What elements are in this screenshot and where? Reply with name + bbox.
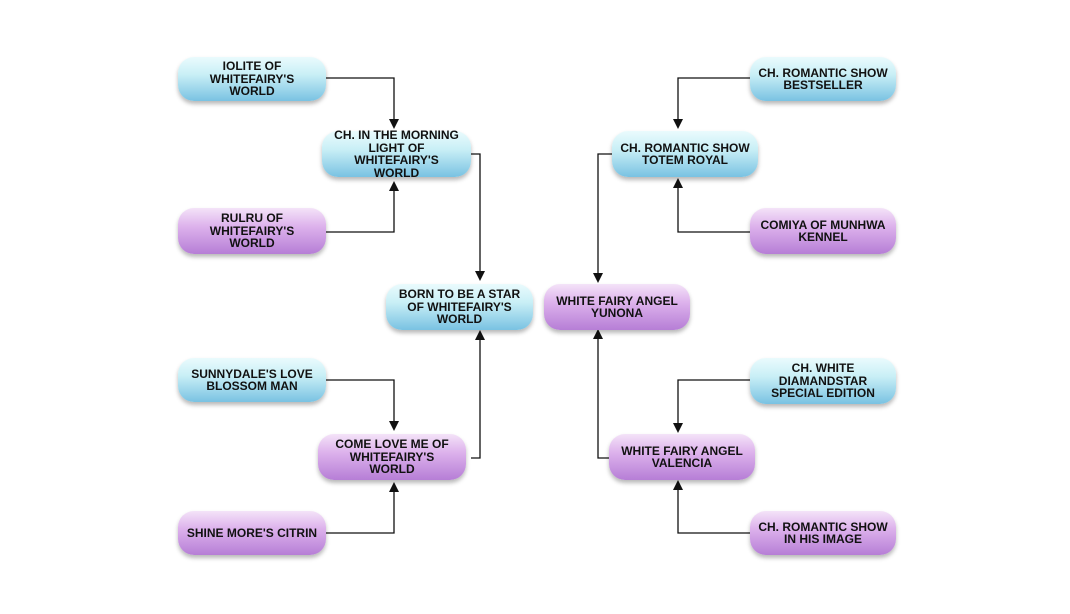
connector-totem-to-yunona [593,153,612,283]
node-diamandstar: CH. WHITE DIAMANDSTAR SPECIAL EDITION [750,358,896,404]
node-iolite: IOLITE OF WHITEFAIRY'S WORLD [178,57,326,101]
connector-bestseller-to-totem [673,77,750,129]
node-in-his-image: CH. ROMANTIC SHOW IN HIS IMAGE [750,511,896,555]
node-label: CH. ROMANTIC SHOW IN HIS IMAGE [758,519,888,546]
node-label: CH. WHITE DIAMANDSTAR SPECIAL EDITION [771,361,875,401]
node-bestseller: CH. ROMANTIC SHOW BESTSELLER [750,57,896,101]
node-label: WHITE FAIRY ANGEL YUNONA [556,293,678,320]
node-label: COME LOVE ME OF WHITEFAIRY'S WORLD [335,437,449,477]
node-label: RULRU OF WHITEFAIRY'S WORLD [209,211,295,251]
connector-sunnydale-to-come-love-me [326,379,399,431]
node-label: SUNNYDALE'S LOVE BLOSSOM MAN [191,366,313,393]
node-totem-royal: CH. ROMANTIC SHOW TOTEM ROYAL [612,131,758,177]
connector-come-love-me-to-star [471,330,485,459]
node-come-love-me: COME LOVE ME OF WHITEFAIRY'S WORLD [318,434,466,480]
node-label: SHINE MORE'S CITRIN [186,525,318,540]
connector-morning-light-to-star [471,153,485,281]
connector-citrin-to-come-love-me [326,482,399,534]
node-label: CH. ROMANTIC SHOW BESTSELLER [758,65,888,92]
node-morning-light: CH. IN THE MORNING LIGHT OF WHITEFAIRY'S… [322,128,471,180]
node-valencia: WHITE FAIRY ANGEL VALENCIA [609,434,755,480]
node-yunona: WHITE FAIRY ANGEL YUNONA [544,284,690,330]
node-label: WHITE FAIRY ANGEL VALENCIA [621,443,743,470]
connector-in-his-image-to-valencia [673,480,750,534]
connector-valencia-to-yunona [593,329,609,459]
connector-rulru-to-morning-light [326,181,399,233]
node-label: BORN TO BE A STAR OF WHITEFAIRY'S WORLD [398,287,521,327]
node-label: IOLITE OF WHITEFAIRY'S WORLD [209,59,295,99]
connector-diamandstar-to-valencia [673,379,750,433]
node-label: CH. ROMANTIC SHOW TOTEM ROYAL [620,140,750,167]
connector-iolite-to-morning-light [326,77,399,129]
node-comiya: COMIYA OF MUNHWA KENNEL [750,208,896,254]
node-label: COMIYA OF MUNHWA KENNEL [760,217,886,244]
node-rulru: RULRU OF WHITEFAIRY'S WORLD [178,208,326,254]
node-sunnydale: SUNNYDALE'S LOVE BLOSSOM MAN [178,358,326,402]
node-label: CH. IN THE MORNING LIGHT OF WHITEFAIRY'S… [334,128,459,180]
connector-comiya-to-totem [673,178,750,233]
node-citrin: SHINE MORE'S CITRIN [178,511,326,555]
node-born-to-be-a-star: BORN TO BE A STAR OF WHITEFAIRY'S WORLD [386,284,533,330]
